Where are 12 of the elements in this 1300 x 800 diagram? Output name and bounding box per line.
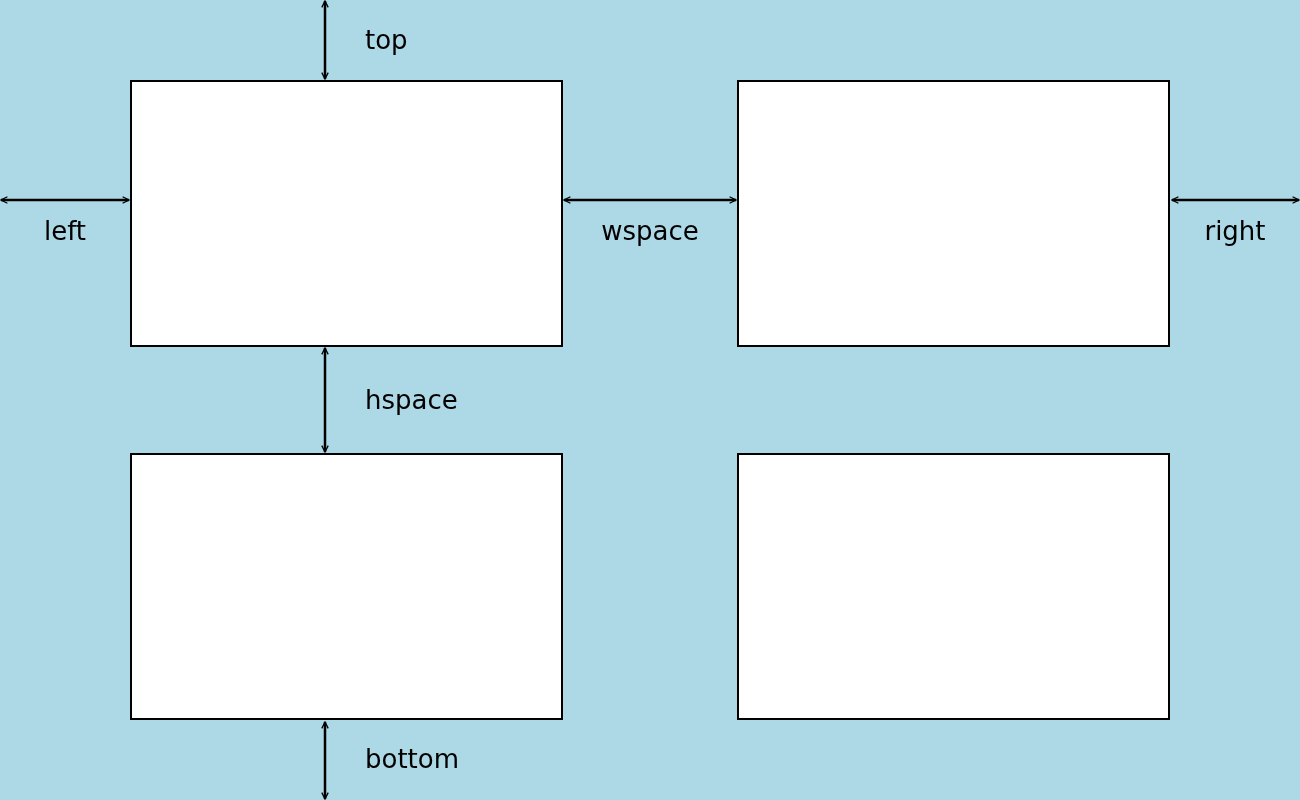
- dimension-label: left: [43, 218, 87, 244]
- empty-panel: [130, 80, 563, 347]
- empty-panel: [130, 453, 563, 720]
- edge-label: hspace: [365, 387, 458, 413]
- empty-panel: [737, 453, 1170, 720]
- empty-panel: [737, 80, 1170, 347]
- dimension-label: bottom: [365, 746, 460, 772]
- arrow: [563, 196, 737, 204]
- dimension-label: right: [1204, 218, 1266, 244]
- arrow: [321, 347, 329, 453]
- edge-label: wspace: [601, 218, 699, 244]
- dimension-label: top: [365, 27, 408, 53]
